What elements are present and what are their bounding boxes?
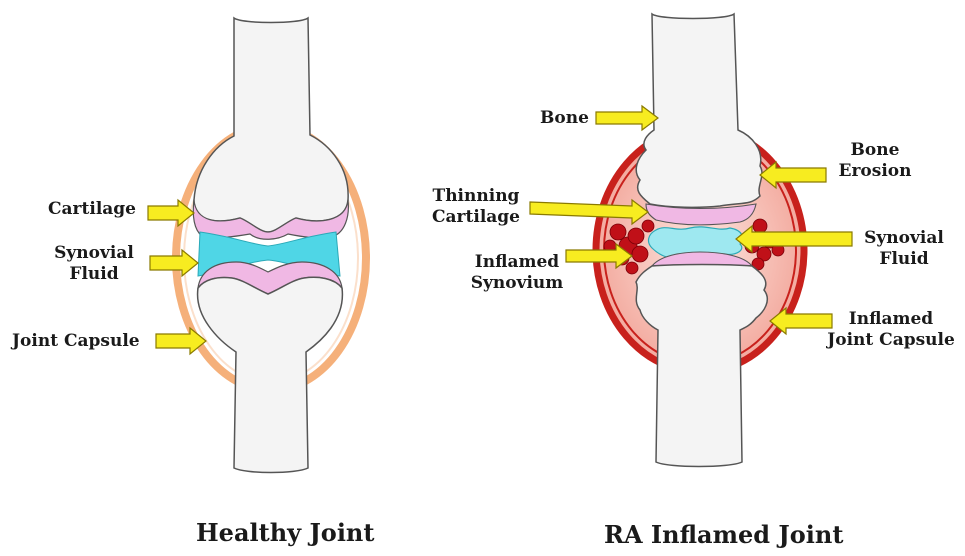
label-synovial-fluid-line1: Synovial bbox=[46, 243, 142, 264]
arrow-bone bbox=[596, 106, 658, 130]
label-inflamed-joint-capsule: Inflamed Joint Capsule bbox=[826, 309, 956, 351]
label-synovial-fluid-line2: Fluid bbox=[46, 264, 142, 285]
ra-upper-bone bbox=[636, 14, 762, 207]
label-ra-synovial-fluid-line1: Synovial bbox=[855, 228, 953, 249]
label-inflamed-synovium-line1: Inflamed bbox=[462, 252, 572, 273]
caption-healthy-joint: Healthy Joint bbox=[196, 518, 374, 547]
caption-ra-inflamed-joint: RA Inflamed Joint bbox=[604, 520, 843, 549]
healthy-joint bbox=[176, 18, 366, 473]
label-bone: Bone bbox=[540, 108, 589, 129]
label-bone-erosion-line2: Erosion bbox=[830, 161, 920, 182]
label-inflamed-joint-capsule-line1: Inflamed bbox=[826, 309, 956, 330]
label-thinning-cartilage-line2: Cartilage bbox=[426, 207, 526, 228]
label-inflamed-synovium: Inflamed Synovium bbox=[462, 252, 572, 294]
label-bone-erosion: Bone Erosion bbox=[830, 140, 920, 182]
label-ra-synovial-fluid-line2: Fluid bbox=[855, 249, 953, 270]
label-inflamed-joint-capsule-line2: Joint Capsule bbox=[826, 330, 956, 351]
label-thinning-cartilage: Thinning Cartilage bbox=[426, 186, 526, 228]
label-joint-capsule: Joint Capsule bbox=[12, 331, 140, 352]
label-ra-synovial-fluid: Synovial Fluid bbox=[855, 228, 953, 270]
label-inflamed-synovium-line2: Synovium bbox=[462, 273, 572, 294]
ra-lower-bone bbox=[636, 265, 767, 467]
healthy-upper-bone bbox=[194, 18, 348, 232]
label-cartilage: Cartilage bbox=[48, 199, 136, 220]
label-synovial-fluid: Synovial Fluid bbox=[46, 243, 142, 285]
label-bone-erosion-line1: Bone bbox=[830, 140, 920, 161]
label-thinning-cartilage-line1: Thinning bbox=[426, 186, 526, 207]
